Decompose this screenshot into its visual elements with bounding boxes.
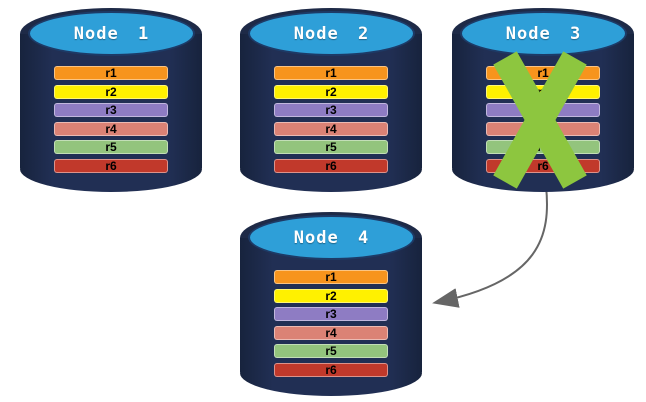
node-2: Node 2 r1 r2 r3 r4 r5 r6	[240, 8, 422, 192]
replica-bar: r2	[486, 84, 600, 99]
replica-bar: r3	[54, 103, 168, 117]
replica-bar: r3	[486, 103, 600, 117]
replica-bar: r4	[274, 325, 388, 340]
cylinder-top-face: Node 1	[28, 11, 195, 56]
replica-bar: r6	[274, 158, 388, 173]
replica-bar: r1	[274, 66, 388, 80]
replica-bar: r2	[274, 288, 388, 303]
replica-bar: r4	[54, 121, 168, 136]
replica-bar: r5	[274, 140, 388, 154]
replica-bar: r1	[274, 270, 388, 284]
replica-bar: r5	[486, 140, 600, 154]
cylinder-top-face: Node 3	[460, 11, 627, 56]
node-title: Node 1	[73, 24, 150, 44]
node-1: Node 1 r1 r2 r3 r4 r5 r6	[20, 8, 202, 192]
cylinder-top-face: Node 2	[248, 11, 415, 56]
failover-arrow-path	[432, 185, 549, 308]
node-3: Node 3 r1 r2 r3 r4 r5 r6	[452, 8, 634, 192]
replica-bar: r5	[274, 344, 388, 358]
node-4: Node 4 r1 r2 r3 r4 r5 r6	[240, 212, 422, 396]
replica-bar: r4	[486, 121, 600, 136]
replica-bar: r6	[54, 158, 168, 173]
replica-stack: r1 r2 r3 r4 r5 r6	[486, 66, 600, 177]
replica-bar: r1	[54, 66, 168, 80]
replica-bar: r2	[274, 84, 388, 99]
replica-bar: r6	[486, 158, 600, 173]
replica-stack: r1 r2 r3 r4 r5 r6	[274, 66, 388, 177]
replica-bar: r3	[274, 307, 388, 321]
replica-bar: r4	[274, 121, 388, 136]
replica-bar: r6	[274, 362, 388, 377]
replica-stack: r1 r2 r3 r4 r5 r6	[54, 66, 168, 177]
node-title: Node 3	[505, 24, 582, 44]
replica-bar: r3	[274, 103, 388, 117]
replica-stack: r1 r2 r3 r4 r5 r6	[274, 270, 388, 381]
replica-bar: r1	[486, 66, 600, 80]
replica-bar: r5	[54, 140, 168, 154]
replica-bar: r2	[54, 84, 168, 99]
node-title: Node 2	[293, 24, 370, 44]
node-title: Node 4	[293, 228, 370, 248]
cylinder-top-face: Node 4	[248, 215, 415, 260]
